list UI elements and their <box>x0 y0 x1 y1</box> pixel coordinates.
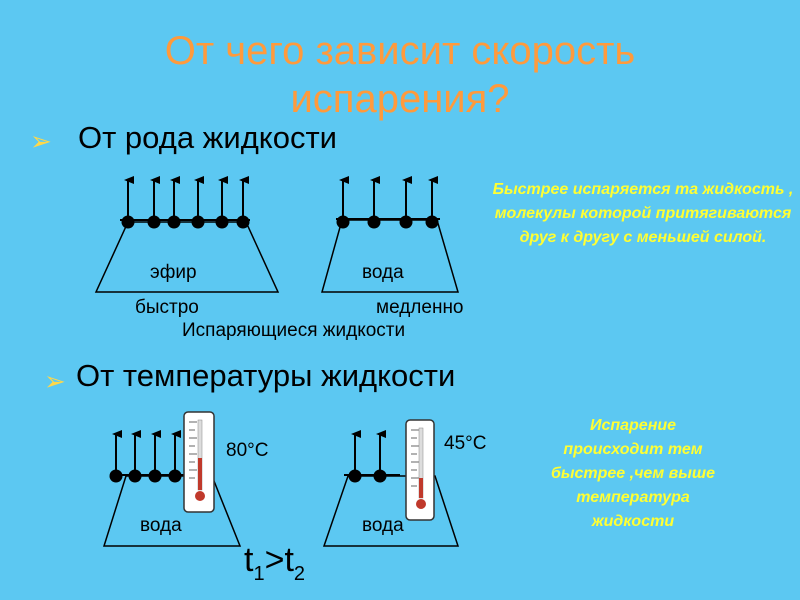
thermometer-hot-icon <box>183 411 215 513</box>
ether-vessel <box>94 219 280 293</box>
molecule-dot <box>191 215 205 229</box>
temperature-comparison-formula: t1>t2 <box>244 540 305 594</box>
section1-heading: От рода жидкости <box>78 120 337 155</box>
molecule-dot <box>399 215 413 229</box>
molecule-dot <box>367 215 381 229</box>
molecule-dot <box>215 215 229 229</box>
bullet-arrow-icon: ➢ <box>30 126 52 156</box>
molecule-dot <box>236 215 250 229</box>
molecule-dot <box>128 469 142 483</box>
page-title-line-1: От чего зависит скорость <box>164 29 636 73</box>
fast-label: быстро <box>135 297 199 318</box>
molecule-dot <box>348 469 362 483</box>
slow-label: медленно <box>376 297 464 318</box>
thermometer-warm-icon <box>405 419 435 521</box>
temperature-note: Испарение происходит тем быстрее ,чем вы… <box>550 417 716 530</box>
molecule-dot <box>336 215 350 229</box>
molecule-dot <box>168 469 182 483</box>
molecule-dot <box>425 215 439 229</box>
temp-80-label: 80°C <box>226 440 269 461</box>
temp-45-label: 45°C <box>444 433 487 454</box>
bullet-arrow-icon-2: ➢ <box>44 366 66 396</box>
formula-t2: t <box>284 541 294 579</box>
molecule-dot <box>121 215 135 229</box>
liquid-type-note: Быстрее испаряется та жидкость , молекул… <box>492 181 794 246</box>
molecule-dot <box>373 469 387 483</box>
molecule-dot <box>109 469 123 483</box>
ether-molecules <box>121 176 250 229</box>
molecule-dot <box>147 215 161 229</box>
hot-water-molecules <box>109 430 182 483</box>
molecule-dot <box>148 469 162 483</box>
water-molecules-1 <box>336 176 439 229</box>
evaporating-liquids-caption: Испаряющиеся жидкости <box>182 320 406 341</box>
ether-label: эфир <box>150 262 197 283</box>
formula-sub-2: 2 <box>293 563 306 585</box>
formula-gt: > <box>264 541 285 579</box>
formula-sub-1: 1 <box>253 563 265 585</box>
section2-heading: От температуры жидкости <box>76 358 456 393</box>
formula-t1: t <box>244 541 254 579</box>
molecule-dot <box>167 215 181 229</box>
water-label-3: вода <box>362 515 404 536</box>
warm-water-molecules <box>348 430 387 483</box>
water-label-2: вода <box>140 515 182 536</box>
page-title-line-2: испарения? <box>290 77 510 121</box>
water-label-1: вода <box>362 262 404 283</box>
